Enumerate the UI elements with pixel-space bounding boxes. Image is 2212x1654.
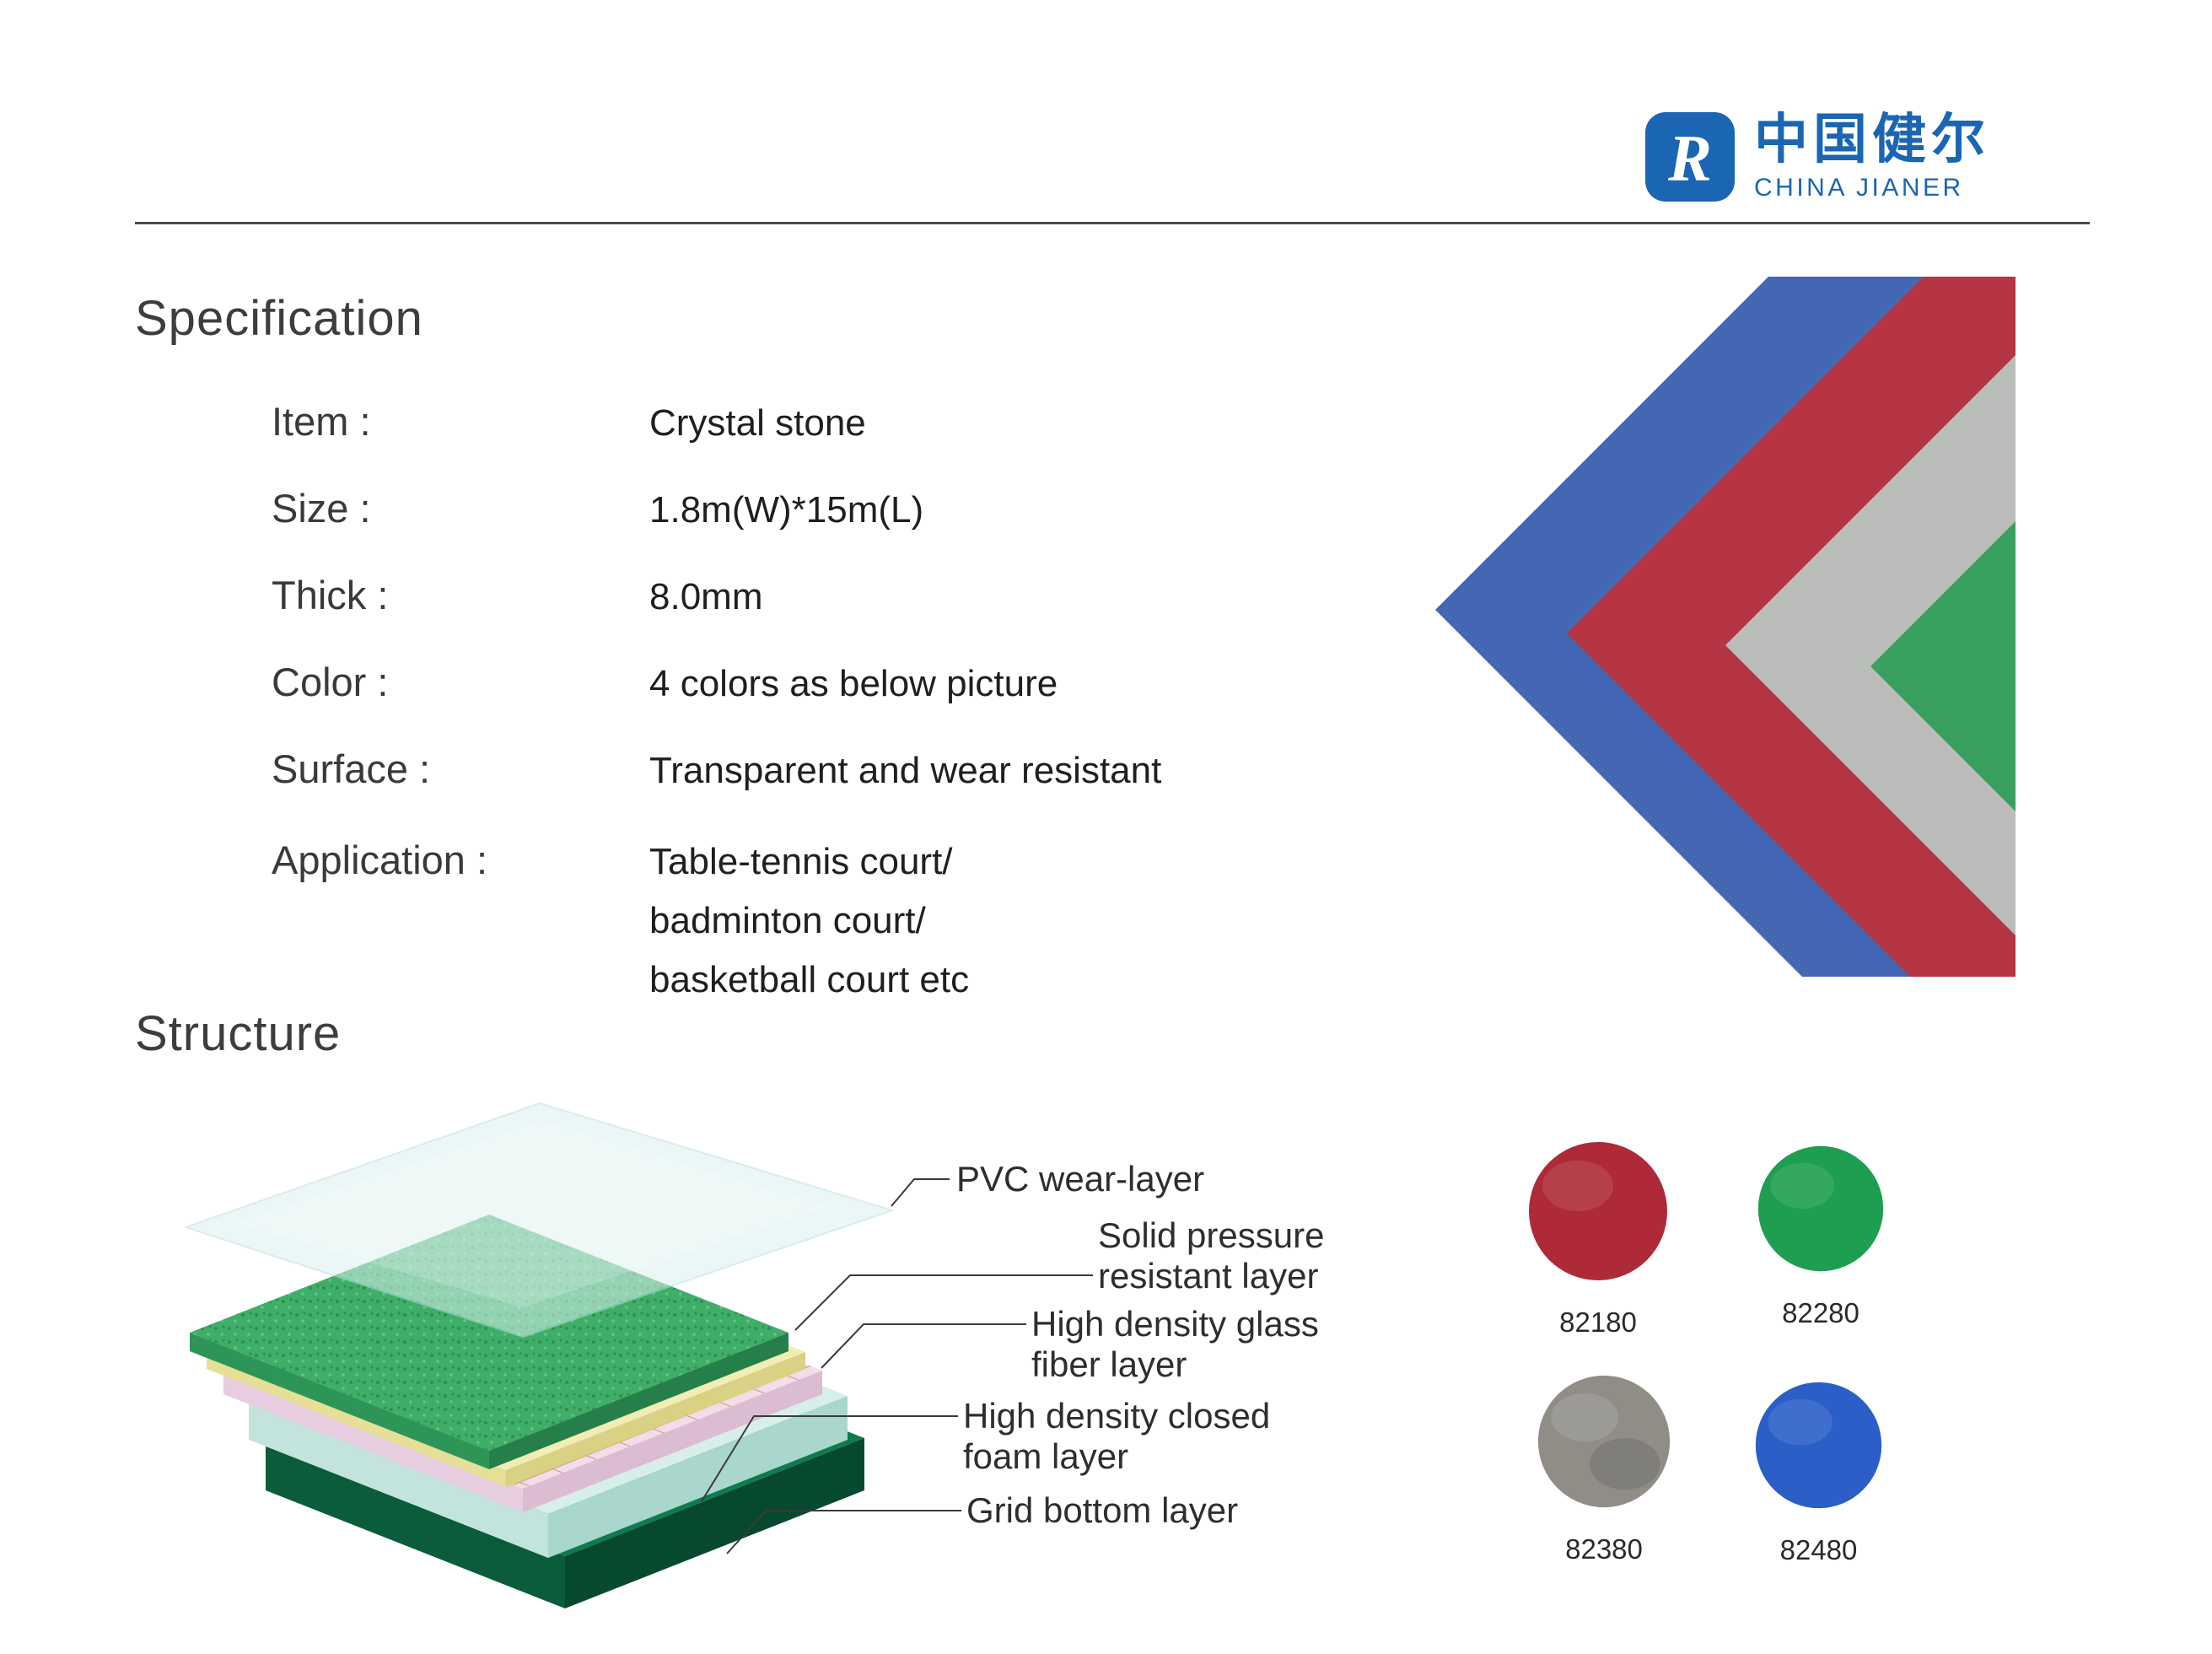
structure-title: Structure	[135, 1006, 342, 1061]
logo-english-name: CHINA JIANER	[1754, 174, 1964, 202]
swatch-code-82280: 82280	[1782, 1297, 1859, 1328]
structure-section: PVC wear-layer Solid pressure resistant …	[135, 1037, 1417, 1646]
swatch-code-82480: 82480	[1779, 1534, 1858, 1565]
logo-swoosh-glyph: R	[1667, 121, 1712, 195]
callout-solid-pressure-layer: Solid pressure resistant layer	[1098, 1215, 1325, 1296]
spec-label-surface: Surface :	[272, 746, 431, 791]
spec-label-item: Item :	[272, 399, 371, 444]
callout-pvc-wear-layer: PVC wear-layer	[956, 1159, 1205, 1199]
spec-label-color: Color :	[272, 660, 389, 704]
callout-glass-fiber-layer: High density glass fiber layer	[1031, 1304, 1319, 1384]
color-swatch-red: 82180	[1527, 1140, 1669, 1339]
swatch-code-82180: 82180	[1559, 1306, 1637, 1338]
swatch-circle-gray	[1537, 1375, 1671, 1508]
header-divider	[135, 222, 2090, 224]
color-swatch-gray: 82380	[1537, 1374, 1671, 1565]
sample-sheen	[1435, 0, 2212, 1387]
specification-title: Specification	[135, 291, 423, 346]
spec-label-size: Size :	[272, 486, 371, 531]
logo-chinese-name: 中国健尔	[1754, 109, 1990, 170]
callout-grid-bottom-layer: Grid bottom layer	[966, 1490, 1239, 1530]
specification-list: Item : Crystal stone Size : 1.8m(W)*15m(…	[272, 398, 1418, 1010]
swatch-code-82380: 82380	[1565, 1533, 1643, 1565]
spec-row-thick: Thick : 8.0mm	[272, 572, 1418, 659]
spec-value-color: 4 colors as below picture	[649, 663, 1058, 704]
brand-logo: R 中国健尔 CHINA JIANER	[1643, 110, 1990, 204]
logo-text: 中国健尔 CHINA JIANER	[1754, 110, 1990, 202]
spec-value-thick: 8.0mm	[649, 576, 763, 617]
callout-closed-foam-layer: High density closed foam layer	[963, 1396, 1271, 1476]
swatch-circle-blue	[1755, 1382, 1882, 1509]
spec-row-color: Color : 4 colors as below picture	[272, 659, 1418, 746]
spec-value-size: 1.8m(W)*15m(L)	[649, 489, 924, 531]
layer-pvc-wear-sheet	[186, 1102, 894, 1339]
spec-label-thick: Thick :	[272, 573, 389, 617]
swatch-circle-red	[1529, 1142, 1667, 1280]
spec-value-application: Table-tennis court/ badminton court/ bas…	[649, 832, 1418, 1010]
color-swatch-green: 82280	[1757, 1145, 1885, 1329]
structure-illustration	[186, 1102, 894, 1608]
spec-row-surface: Surface : Transparent and wear resistant	[272, 746, 1418, 832]
application-line-3: basketball court etc	[649, 959, 970, 1000]
spec-value-item: Crystal stone	[649, 402, 866, 444]
application-line-2: badminton court/	[649, 900, 926, 941]
logo-mark-background	[1645, 112, 1735, 202]
product-samples-image	[1434, 0, 2212, 1387]
spec-row-item: Item : Crystal stone	[272, 398, 1418, 485]
spec-row-size: Size : 1.8m(W)*15m(L)	[272, 485, 1418, 572]
application-line-1: Table-tennis court/	[649, 841, 953, 882]
logo-swoosh-icon: R	[1645, 112, 1735, 202]
color-swatch-blue: 82480	[1754, 1381, 1883, 1566]
spec-label-application: Application :	[272, 838, 488, 882]
samples-chevrons	[1435, 0, 2212, 1387]
swatch-circle-green	[1757, 1145, 1884, 1272]
spec-row-application: Application : Table-tennis court/ badmin…	[272, 832, 1418, 1010]
spec-value-surface: Transparent and wear resistant	[649, 750, 1162, 791]
